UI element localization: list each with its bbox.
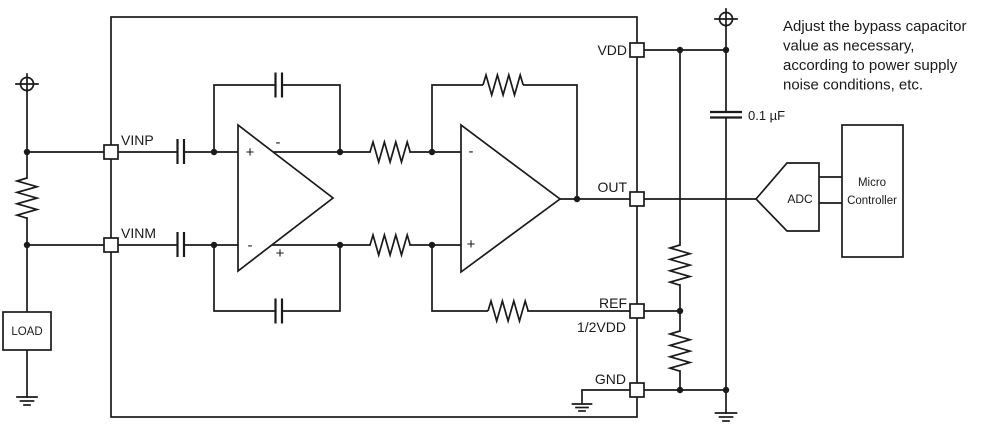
mcu-label-line1: Micro <box>858 177 886 189</box>
divider-resistor-bottom <box>666 330 694 373</box>
ground-icon <box>571 403 593 412</box>
opamp-triangle <box>460 123 562 274</box>
ref-path <box>431 245 631 325</box>
junction-dots <box>23 46 730 394</box>
pin-out <box>629 191 645 207</box>
amp2-plus-in-label: + <box>467 236 476 253</box>
annotation-line-2: value as necessary, <box>783 38 914 55</box>
amp2-minus-in-label: - <box>469 143 474 160</box>
pin-label-vinm: VINM <box>121 225 156 241</box>
series-resistor-top <box>369 138 412 166</box>
amp1-plus-in-label: + <box>246 144 255 161</box>
ic-ground <box>571 389 630 412</box>
adc-label: ADC <box>787 192 813 206</box>
vdd-rail <box>643 24 742 414</box>
pin-label-vinp: VINP <box>121 132 154 148</box>
load-label: LOAD <box>11 326 42 338</box>
pin-vdd <box>629 42 645 58</box>
pin-label-halfvdd: 1/2VDD <box>577 319 626 335</box>
annotation-line-1: Adjust the bypass capacitor <box>783 18 966 35</box>
pin-label-vdd: VDD <box>597 42 627 58</box>
feedback-resistor <box>482 71 525 99</box>
load-box <box>2 311 52 351</box>
pin-label-ref: REF <box>599 295 627 311</box>
feedback-capacitor-bottom <box>213 245 341 324</box>
ic-boundary <box>110 16 638 418</box>
series-resistor-bottom <box>369 231 412 259</box>
pin-gnd <box>629 382 645 398</box>
feedback-resistor-loop <box>431 71 578 199</box>
annotation-line-3: according to power supply <box>783 57 958 74</box>
ic-pins <box>103 42 645 398</box>
divider-resistor-top <box>666 244 694 287</box>
amp1-minus-in-label: - <box>248 237 253 254</box>
ground-icon <box>16 396 38 406</box>
power-supply-icon <box>714 8 738 27</box>
voltage-divider <box>666 49 694 391</box>
diff-amp-triangle <box>237 123 335 273</box>
sensor-branch <box>13 89 105 398</box>
sensor-resistor <box>13 177 41 220</box>
vinp-rail <box>117 138 462 166</box>
pin-vinm <box>103 237 119 253</box>
pin-ref <box>629 303 645 319</box>
annotation-text: Adjust the bypass capacitor value as nec… <box>783 18 966 94</box>
ground-icon <box>714 412 738 422</box>
ref-resistor <box>487 297 530 325</box>
vinm-rail <box>117 231 462 259</box>
mcu-label-line2: Controller <box>847 195 897 207</box>
pin-label-gnd: GND <box>595 371 626 387</box>
adc-block <box>754 162 820 232</box>
power-supply-icon <box>15 73 39 92</box>
mcu-box <box>841 124 904 258</box>
pin-vinp <box>103 144 119 160</box>
amp1-plus-out-label: + <box>276 245 285 262</box>
amp1-minus-out-label: - <box>276 134 281 151</box>
annotation-line-4: noise conditions, etc. <box>783 77 923 94</box>
pin-label-out: OUT <box>597 179 627 195</box>
bypass-cap-value: 0.1 µF <box>748 108 785 123</box>
feedback-capacitor-top <box>213 72 341 152</box>
